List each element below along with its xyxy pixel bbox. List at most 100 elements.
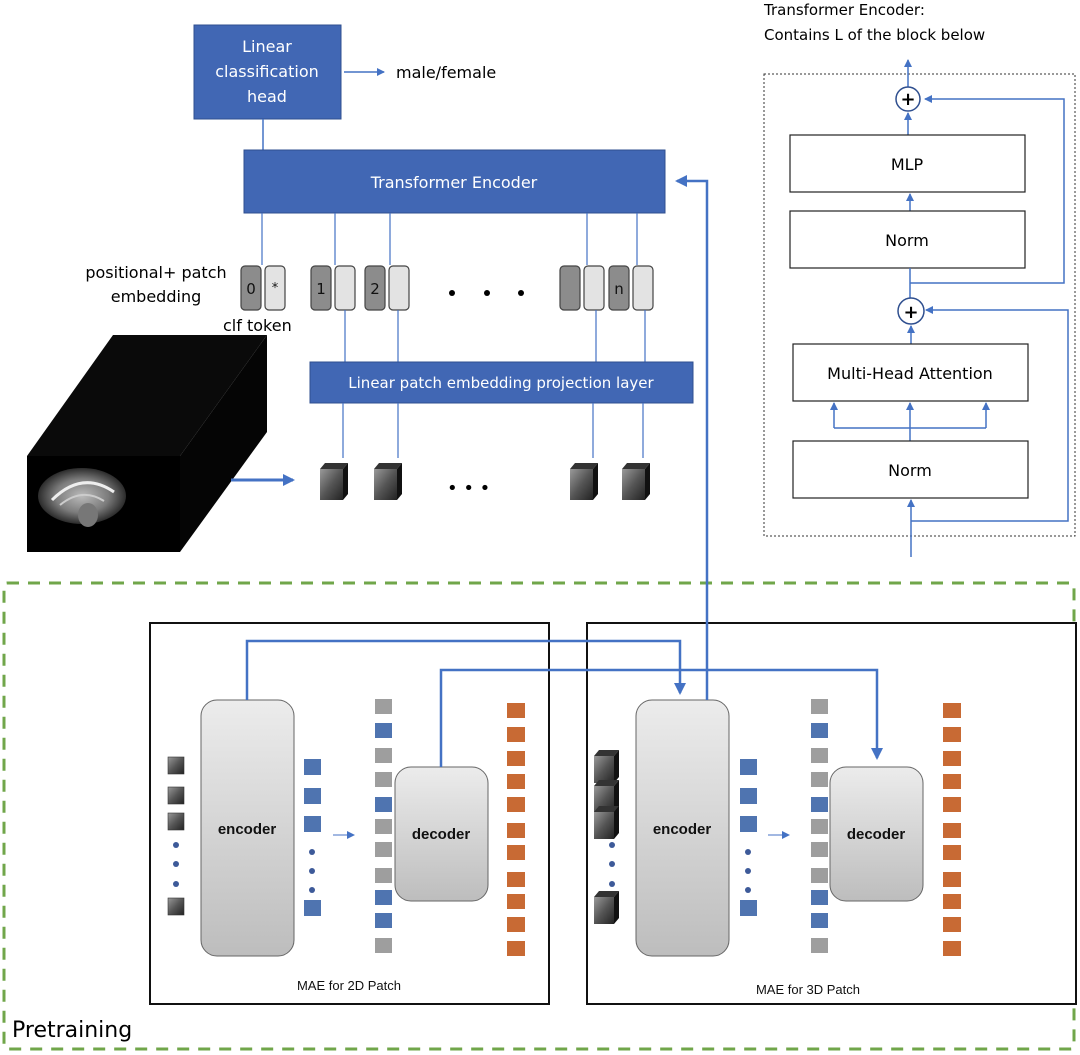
latent-token [304,788,321,804]
input-3d-patch [594,812,614,839]
embedding-title-line2: embedding [111,287,201,306]
transformer-encoder-block: Transformer Encoder [243,149,666,214]
linear-patch-projection-layer: Linear patch embedding projection layer [309,361,694,404]
input-2d-patch [167,786,185,805]
input-3d-patch [594,897,614,924]
pretrained-encoder-to-transformer [675,175,709,700]
mae-input-patches [167,756,185,916]
visible-token [811,723,828,738]
visible-token [811,913,828,928]
patches-ellipsis: • • • [447,478,490,499]
residual-connection-bottom [911,306,1069,522]
reconstructed-token [943,797,961,812]
token-pair [559,265,605,311]
reconstructed-token [507,917,525,932]
reconstructed-token [943,823,961,838]
multi-head-attention-block [792,343,1029,402]
norm-label-bottom: Norm [888,461,932,480]
ellipsis-dot [609,881,615,887]
mae-3d-decoder [829,766,924,902]
latent-token [740,788,757,804]
ellipsis-dot [309,887,315,893]
mask-token [811,868,828,883]
ellipsis-dot [173,861,179,867]
latent-token [740,816,757,832]
reconstructed-token [943,917,961,932]
reconstructed-token [507,894,525,909]
patch-embedding-token [632,265,654,311]
visible-token [375,913,392,928]
norm-block-top [789,210,1026,269]
transformer-encoder-label: Transformer Encoder [370,173,538,192]
token-pair: n [608,265,654,311]
reconstructed-token [943,703,961,718]
position-embedding-token [608,265,630,311]
head-label-line1: Linear [242,37,292,56]
mae-token-marks [167,699,961,956]
add-symbol-top: + [900,89,915,110]
reconstructed-token [507,872,525,887]
ellipsis-dot [173,881,179,887]
visible-token [811,890,828,905]
clf-token-label: clf token [223,316,292,335]
patch-embedding-token [264,265,286,311]
3d-patches [320,463,650,500]
3d-patch [622,463,650,500]
mae-2d-encoder-label: encoder [218,821,277,838]
input-2d-patch [167,812,185,831]
linear-classification-head: Linear classification head [193,24,342,120]
mask-token [811,938,828,953]
encoder-detail-title-line1: Transformer Encoder: [763,1,925,19]
token-position-label: 1 [316,280,326,298]
3d-patch [320,463,348,500]
mae-input-patches [594,750,619,924]
visible-token [375,723,392,738]
brain-mri-volume [27,335,267,552]
reconstructed-token [943,894,961,909]
reconstructed-token [943,872,961,887]
visible-token [811,797,828,812]
ellipsis-dot [745,868,751,874]
reconstructed-token [507,823,525,838]
reconstructed-token [943,774,961,789]
patch-embedding-token [334,265,356,311]
mask-token [811,748,828,763]
pretraining-region [2,581,1076,1051]
mae-3d-encoder-label: encoder [653,821,712,838]
output-label: male/female [396,63,496,82]
add-circle-middle [897,297,925,325]
3d-patch [570,463,598,500]
reconstructed-token [507,751,525,766]
ellipsis-dot [173,842,179,848]
mae-3d-caption: MAE for 3D Patch [756,982,860,997]
latent-token [304,759,321,775]
input-2d-patch [167,756,185,775]
latent-token [304,816,321,832]
reconstructed-token [507,797,525,812]
ellipsis-dot [745,849,751,855]
mask-token [375,819,392,834]
mae-3d-encoder [635,699,730,957]
ellipsis-dot [309,868,315,874]
mae-reconstructed-tokens [943,703,961,956]
mask-token [375,772,392,787]
mae-2d-decoder-label: decoder [412,826,471,843]
pretraining-label: Pretraining [12,1018,132,1043]
norm-block-bottom [792,440,1029,499]
mask-token [375,748,392,763]
ellipsis-dot [609,842,615,848]
visible-token [375,890,392,905]
mask-token [811,819,828,834]
mask-token [375,938,392,953]
patch-embedding-token [388,265,410,311]
input-3d-patch [594,756,614,783]
encoder-token-connectors [261,213,638,265]
reconstructed-token [507,727,525,742]
head-label-line2: classification [215,62,319,81]
encoder-weight-transfer-2d-to-3d [245,639,686,700]
token-position-label: 0 [246,280,256,298]
token-pair: 2 [364,265,410,311]
mae-2d-caption: MAE for 2D Patch [297,978,401,993]
add-circle-top [895,86,921,112]
